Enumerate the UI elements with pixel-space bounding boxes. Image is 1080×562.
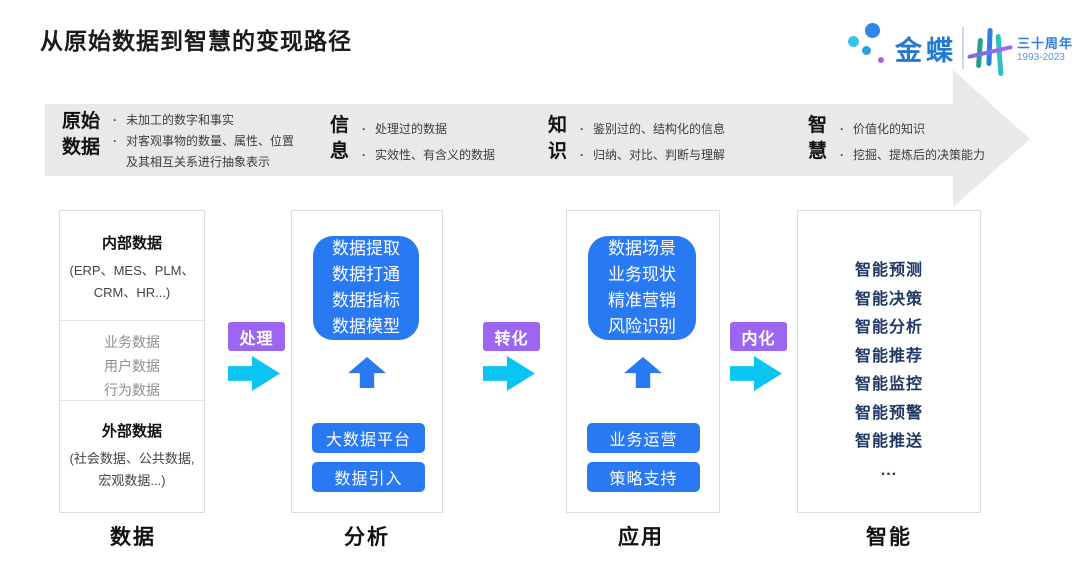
- banner-stage-information: 信 息 处理过的数据 实效性、有含义的数据: [330, 113, 495, 168]
- card-line: 数据模型: [332, 317, 400, 336]
- anniversary-years: 1993-2023: [1017, 52, 1065, 63]
- connector-transform: 转化: [483, 322, 541, 391]
- intelligence-item: 智能分析: [854, 319, 923, 336]
- transform-badge: 转化: [483, 322, 540, 351]
- stage-heading-line: 知: [548, 115, 568, 136]
- logo-divider: [962, 27, 964, 69]
- analysis-box: 数据提取 数据打通 数据指标 数据模型 大数据平台 数据引入: [291, 210, 443, 513]
- stage-heading-line: 原始: [62, 111, 101, 132]
- butterfly-dots-icon: [848, 36, 859, 47]
- up-arrow-icon: [624, 357, 662, 388]
- stage-point: 归纳、对比、判断与理解: [580, 142, 725, 168]
- stage-point: 鉴别过的、结构化的信息: [580, 116, 725, 142]
- right-arrow-icon: [228, 356, 280, 391]
- banner-stage-wisdom: 智 慧 价值化的知识 挖掘、提炼后的决策能力: [808, 113, 985, 168]
- strategy-support-button: 策略支持: [587, 462, 700, 492]
- stage-point: 挖掘、提炼后的决策能力: [840, 142, 985, 168]
- data-type-item: 用户数据: [104, 358, 160, 374]
- card-line: 数据指标: [332, 291, 400, 310]
- intelligence-list: 智能预测 智能决策 智能分析 智能推荐 智能监控 智能预警 智能推送 ...: [798, 211, 980, 485]
- stage-heading-line: 数据: [62, 137, 101, 158]
- section-line: (社会数据、公共数据,: [69, 451, 195, 466]
- stage-points: 处理过的数据 实效性、有含义的数据: [362, 113, 495, 168]
- stage-heading: 智 慧: [808, 113, 827, 168]
- big-data-platform-button: 大数据平台: [312, 423, 425, 453]
- section-line: (ERP、MES、PLM、: [69, 263, 195, 278]
- intelligence-item: 智能预警: [854, 404, 923, 422]
- internal-data-section: 内部数据 (ERP、MES、PLM、 CRM、HR...): [60, 211, 204, 320]
- right-arrow-icon: [483, 356, 535, 391]
- intelligence-box: 智能预测 智能决策 智能分析 智能推荐 智能监控 智能预警 智能推送 ...: [797, 210, 981, 513]
- intelligence-item: 智能监控: [854, 376, 923, 393]
- kingdee-logo: 金蝶 三十周年 1993-2023: [845, 16, 1077, 82]
- card-line: 数据提取: [332, 239, 400, 258]
- stage-point: 价值化的知识: [840, 116, 985, 142]
- banner-stage-raw-data: 原始 数据 未加工的数字和事实 对客观事物的数量、属性、位置及其相互关系进行抽象…: [62, 109, 295, 173]
- up-arrow-icon: [348, 357, 386, 388]
- card-line: 数据场景: [608, 239, 676, 258]
- section-title: 外部数据: [101, 423, 162, 440]
- business-operation-button: 业务运营: [587, 423, 700, 453]
- external-data-section: 外部数据 (社会数据、公共数据, 宏观数据...): [60, 400, 204, 492]
- stage-points: 未加工的数字和事实 对客观事物的数量、属性、位置及其相互关系进行抽象表示: [113, 109, 295, 173]
- right-arrow-icon: [730, 356, 782, 391]
- intelligence-item: 智能推送: [854, 433, 923, 450]
- stage-point: 实效性、有含义的数据: [362, 142, 495, 168]
- analysis-card: 数据提取 数据打通 数据指标 数据模型: [313, 236, 419, 340]
- column-label-data: 数据: [110, 526, 156, 549]
- card-line: 业务现状: [608, 265, 676, 284]
- stage-heading-line: 识: [548, 141, 568, 162]
- stage-heading: 知 识: [548, 113, 567, 168]
- process-badge: 处理: [228, 322, 285, 351]
- stage-point: 处理过的数据: [362, 116, 495, 142]
- stage-arrow-banner: 原始 数据 未加工的数字和事实 对客观事物的数量、属性、位置及其相互关系进行抽象…: [45, 70, 1030, 207]
- intelligence-item: 智能预测: [854, 262, 923, 279]
- intelligence-item: 智能推荐: [854, 347, 923, 365]
- application-card: 数据场景 业务现状 精准营销 风险识别: [588, 236, 696, 340]
- brand-name: 金蝶: [895, 36, 957, 66]
- card-line: 风险识别: [608, 317, 676, 336]
- column-label-intelligence: 智能: [866, 526, 912, 549]
- stage-point: 对客观事物的数量、属性、位置及其相互关系进行抽象表示: [113, 131, 295, 173]
- internalize-badge: 内化: [730, 322, 787, 351]
- stage-heading: 原始 数据: [62, 109, 100, 173]
- middle-data-section: 业务数据 用户数据 行为数据: [60, 320, 204, 400]
- column-label-analysis: 分析: [344, 526, 390, 549]
- stage-heading-line: 智: [808, 115, 828, 136]
- section-line: 宏观数据...): [98, 473, 166, 488]
- section-line: CRM、HR...): [93, 285, 171, 300]
- anniversary-emblem-icon: [967, 20, 1015, 78]
- banner-stage-knowledge: 知 识 鉴别过的、结构化的信息 归纳、对比、判断与理解: [548, 113, 725, 168]
- page-title: 从原始数据到智慧的变现路径: [40, 28, 352, 54]
- data-import-button: 数据引入: [312, 462, 425, 492]
- stage-heading-line: 息: [330, 141, 350, 162]
- stage-points: 鉴别过的、结构化的信息 归纳、对比、判断与理解: [580, 113, 725, 168]
- stage-heading-line: 慧: [808, 141, 828, 162]
- card-line: 数据打通: [332, 265, 400, 284]
- section-title: 内部数据: [101, 235, 162, 252]
- stage-points: 价值化的知识 挖掘、提炼后的决策能力: [840, 113, 985, 168]
- data-sources-box: 内部数据 (ERP、MES、PLM、 CRM、HR...) 业务数据 用户数据 …: [59, 210, 205, 513]
- connector-internalize: 内化: [730, 322, 788, 391]
- card-line: 精准营销: [608, 291, 676, 310]
- butterfly-dots-icon: [865, 23, 880, 38]
- intelligence-item-more: ...: [880, 461, 898, 479]
- butterfly-dots-icon: [862, 46, 871, 55]
- data-type-item: 行为数据: [104, 382, 160, 398]
- butterfly-dots-icon: [878, 57, 884, 63]
- stage-heading-line: 信: [330, 115, 350, 136]
- column-label-application: 应用: [618, 526, 664, 549]
- application-box: 数据场景 业务现状 精准营销 风险识别 业务运营 策略支持: [566, 210, 720, 513]
- data-type-item: 业务数据: [104, 334, 160, 350]
- anniversary-label: 三十周年: [1017, 36, 1074, 51]
- stage-point: 未加工的数字和事实: [113, 110, 295, 131]
- intelligence-item: 智能决策: [854, 290, 923, 308]
- connector-process: 处理: [228, 322, 286, 391]
- stage-heading: 信 息: [330, 113, 349, 168]
